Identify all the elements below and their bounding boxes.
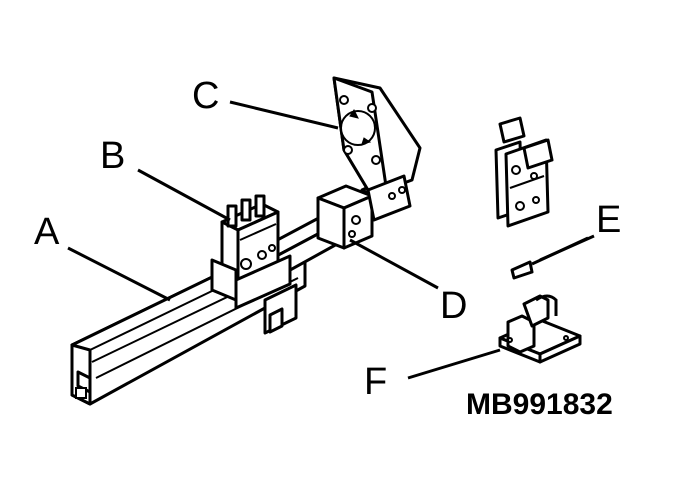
leader-c — [229, 100, 339, 130]
callout-d: D — [440, 285, 467, 327]
slide-block — [316, 178, 402, 250]
leader-f — [407, 348, 501, 380]
leader-d — [349, 238, 439, 290]
callout-c: C — [192, 75, 219, 117]
mounting-plate — [332, 76, 422, 222]
callout-b: B — [100, 135, 125, 177]
callout-e: E — [596, 199, 621, 241]
leader-a — [67, 246, 171, 302]
clamp-block — [210, 194, 292, 310]
leader-e — [539, 234, 595, 262]
leader-b — [137, 168, 231, 222]
callout-a: A — [34, 211, 60, 253]
part-number: MB991832 — [466, 388, 613, 421]
loose-bracket — [494, 116, 554, 228]
callout-f: F — [364, 361, 387, 403]
small-clamp — [498, 294, 582, 364]
